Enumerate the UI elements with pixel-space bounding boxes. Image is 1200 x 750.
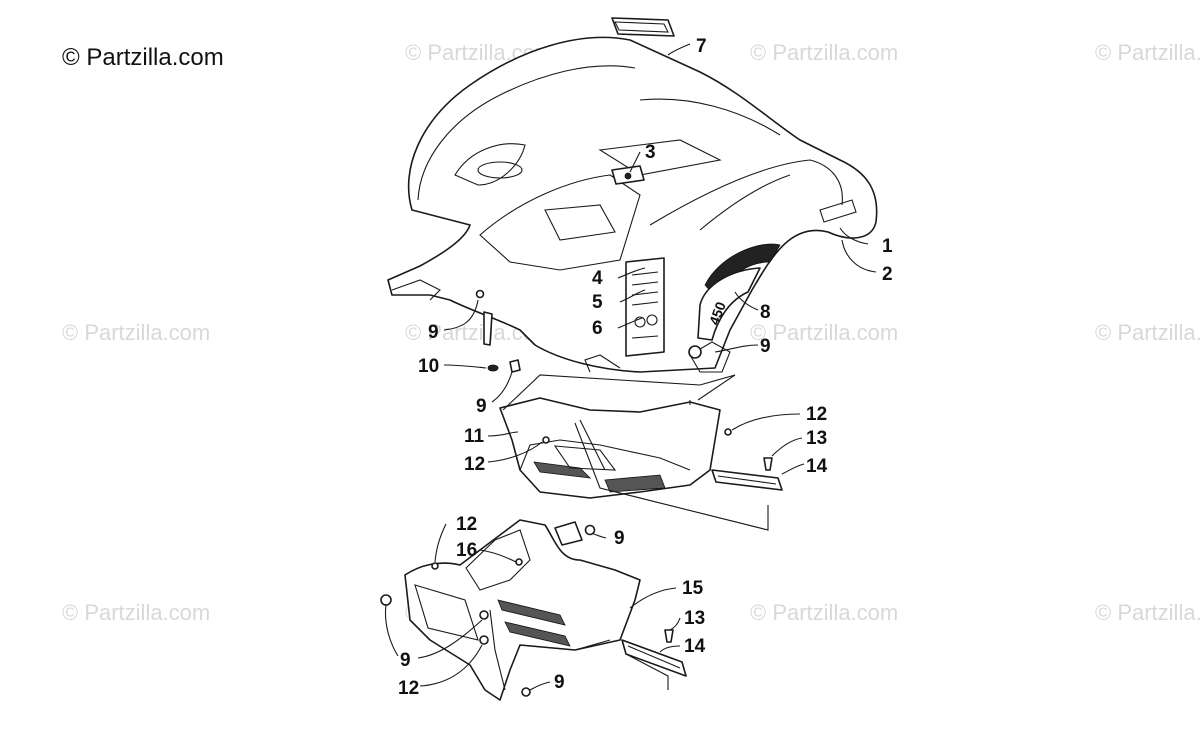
callout-5: 5 bbox=[592, 292, 603, 313]
leader-lines bbox=[384, 43, 877, 691]
watermark-text: © Partzilla.com bbox=[1095, 320, 1200, 345]
callout-12: 12 bbox=[456, 514, 477, 535]
callout-9: 9 bbox=[554, 672, 565, 693]
callout-11: 11 bbox=[464, 426, 485, 447]
callout-10: 10 bbox=[418, 356, 439, 377]
copyright-label: © Partzilla.com bbox=[62, 44, 224, 71]
part-1-rear-fender bbox=[387, 36, 878, 373]
callout-labels: 7 3 1 2 4 5 6 8 9 9 10 9 11 12 12 13 14 … bbox=[398, 36, 893, 699]
callout-7: 7 bbox=[696, 36, 707, 57]
watermark-text: © Partzilla.com bbox=[750, 40, 898, 65]
callout-14: 14 bbox=[806, 456, 828, 477]
decal-model-text: 450 bbox=[706, 299, 729, 327]
callout-14: 14 bbox=[684, 636, 706, 657]
callout-12: 12 bbox=[806, 404, 827, 425]
part-3-decal bbox=[611, 165, 645, 185]
callout-1: 1 bbox=[882, 236, 893, 257]
callout-15: 15 bbox=[682, 578, 704, 599]
callout-12: 12 bbox=[464, 454, 485, 475]
callout-3: 3 bbox=[645, 142, 656, 163]
watermark-text: © Partzilla.com bbox=[62, 320, 210, 345]
watermark-text: © Partzilla.com bbox=[750, 600, 898, 625]
part-8-side-decal: 450 bbox=[697, 243, 781, 341]
watermark-text: © Partzilla.com bbox=[1095, 600, 1200, 625]
watermark-text: © Partzilla.com bbox=[1095, 40, 1200, 65]
part-7-decal bbox=[611, 17, 675, 37]
callout-2: 2 bbox=[882, 264, 893, 285]
part-14-grip-lower bbox=[621, 639, 687, 690]
watermark-text: © Partzilla.com bbox=[750, 320, 898, 345]
callout-9: 9 bbox=[760, 336, 771, 357]
fasteners-lower bbox=[380, 524, 596, 697]
callout-13: 13 bbox=[806, 428, 827, 449]
guide-lines bbox=[502, 374, 769, 531]
callout-9: 9 bbox=[476, 396, 487, 417]
part-12-rivets-upper bbox=[542, 428, 732, 444]
callout-4: 4 bbox=[592, 268, 603, 289]
callout-9: 9 bbox=[428, 322, 439, 343]
callout-9: 9 bbox=[614, 528, 625, 549]
part-11-middle-footwell bbox=[499, 397, 721, 499]
callout-8: 8 bbox=[760, 302, 771, 323]
callout-6: 6 bbox=[592, 318, 603, 339]
callout-16: 16 bbox=[456, 540, 477, 561]
callout-9: 9 bbox=[400, 650, 411, 671]
part-14-grip-upper bbox=[711, 469, 783, 491]
watermark-text: © Partzilla.com bbox=[62, 600, 210, 625]
callout-12: 12 bbox=[398, 678, 419, 699]
fasteners-upper bbox=[475, 289, 702, 373]
part-4-5-6-warning-labels bbox=[625, 257, 665, 357]
callout-13: 13 bbox=[684, 608, 705, 629]
part-15-lower-footwell bbox=[404, 519, 641, 701]
